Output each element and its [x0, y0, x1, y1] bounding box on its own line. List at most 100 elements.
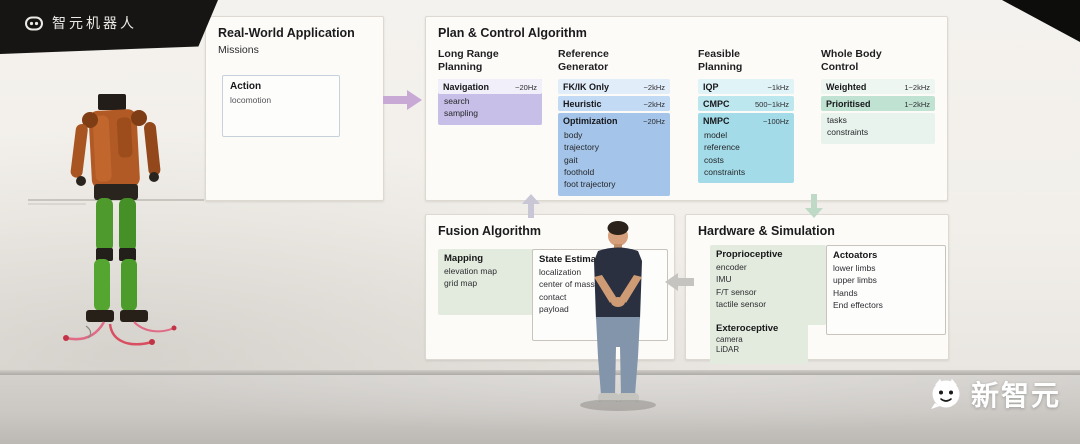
column-heading-whole-body-control: Whole Body Control — [821, 48, 882, 73]
list-line: encoder — [716, 262, 747, 272]
box-rate: 1~2kHz — [904, 99, 930, 109]
list-line: payload — [539, 303, 569, 314]
missions-label: Missions — [218, 44, 259, 56]
feasible-planning-column: IQP ~1kHz CMPC 500~1kHz NMPC ~100Hz mode… — [698, 79, 794, 184]
list-line: costs — [704, 154, 724, 165]
box-rate: ~20Hz — [643, 116, 665, 126]
list-line: foot trajectory — [564, 179, 616, 190]
list-line: foothold — [564, 166, 595, 177]
presenter-shoe-left — [598, 393, 619, 402]
robot-cables — [63, 321, 177, 346]
presenter-figure — [580, 221, 656, 411]
list-line: localization — [539, 267, 582, 277]
column-heading-long-range: Long Range Planning — [438, 48, 499, 73]
list-line: camera — [716, 335, 743, 344]
list-line: elevation map — [444, 266, 497, 276]
list-line: End effectors — [833, 299, 883, 310]
box-title: State Estimation — [539, 254, 614, 265]
list-line: body — [564, 130, 583, 140]
list-line: constraints — [827, 127, 869, 138]
list-line: model — [704, 130, 728, 140]
brand-logo: 智元机器人 — [24, 13, 137, 33]
robot-body — [70, 94, 161, 322]
panel-title: Real-World Application — [218, 26, 355, 40]
list-line: LiDAR — [716, 345, 740, 355]
whole-body-control-column: Weighted 1~2kHz Prioritised 1~2kHz tasks… — [821, 79, 935, 144]
list-line: tactile sensor — [716, 298, 767, 309]
box-rate: ~100Hz — [762, 116, 789, 126]
prioritised-box: Prioritised 1~2kHz — [821, 96, 935, 111]
list-line: lower limbs — [833, 263, 876, 273]
list-line: Hands — [833, 287, 858, 298]
watermark: 新智元 — [928, 374, 1061, 414]
column-heading-reference-generator: Reference Generator — [558, 48, 609, 73]
box-title: Actoators — [833, 250, 878, 261]
box-title: IQP — [703, 81, 719, 92]
presenter-shadow — [580, 399, 656, 411]
screen-bottom-edge — [0, 370, 1080, 375]
list-line: F/T sensor — [716, 286, 757, 297]
list-line: upper limbs — [833, 275, 877, 286]
brand-logo-text: 智元机器人 — [52, 15, 137, 31]
panel-title: Hardware & Simulation — [698, 224, 835, 238]
plan-control-panel: Plan & Control Algorithm Long Range Plan… — [425, 16, 948, 201]
panel-title: Plan & Control Algorithm — [438, 26, 587, 40]
list-line: contact — [539, 291, 567, 302]
box-title: Navigation — [443, 81, 490, 92]
list-line: constraints — [704, 166, 746, 177]
box-rate: 500~1kHz — [755, 99, 789, 109]
list-line: search — [444, 96, 470, 106]
box-title: Exteroceptive — [716, 323, 779, 334]
box-title: FK/IK Only — [563, 81, 610, 92]
box-rate: ~1kHz — [767, 82, 789, 92]
list-line: gait — [564, 154, 578, 165]
box-title: CMPC — [703, 98, 730, 109]
arrow-left-icon — [665, 273, 694, 291]
list-line: locomotion — [230, 95, 272, 105]
list-line: trajectory — [564, 142, 599, 153]
arrow-down-icon — [805, 194, 823, 218]
box-rate: 1~2kHz — [904, 82, 930, 92]
box-title: Action — [230, 81, 262, 92]
weighted-box: Weighted 1~2kHz — [821, 79, 935, 94]
presenter-hands — [611, 297, 625, 307]
panel-title: Fusion Algorithm — [438, 224, 541, 238]
presenter-hair — [607, 221, 629, 235]
action-box: Action locomotion — [222, 75, 340, 137]
list-line: IMU — [716, 274, 732, 285]
watermark-icon — [931, 379, 960, 409]
arrow-up-icon — [522, 194, 540, 218]
box-title: Prioritised — [826, 98, 871, 109]
fkik-box: FK/IK Only ~2kHz — [558, 79, 670, 94]
presenter-shirt — [594, 247, 642, 319]
real-world-application-panel: Real-World Application Missions Action l… — [205, 16, 384, 201]
box-title: Proprioceptive — [716, 249, 783, 260]
box-items: locomotion — [230, 92, 332, 106]
column-heading-feasible-planning: Feasible Planning — [698, 48, 743, 73]
box-title: Heuristic — [563, 98, 602, 109]
box-title: Optimization — [563, 115, 618, 126]
box-rate: ~20Hz — [515, 82, 537, 92]
cmpc-box: CMPC 500~1kHz — [698, 96, 794, 111]
box-rate: ~2kHz — [643, 99, 665, 109]
box-rate: ~2kHz — [643, 82, 665, 92]
hardware-simulation-panel: Hardware & Simulation Proprioceptive enc… — [685, 214, 949, 364]
list-line: center of mass — [539, 279, 595, 290]
watermark-text: 新智元 — [971, 380, 1062, 411]
stage-top-left-mask — [0, 0, 218, 54]
